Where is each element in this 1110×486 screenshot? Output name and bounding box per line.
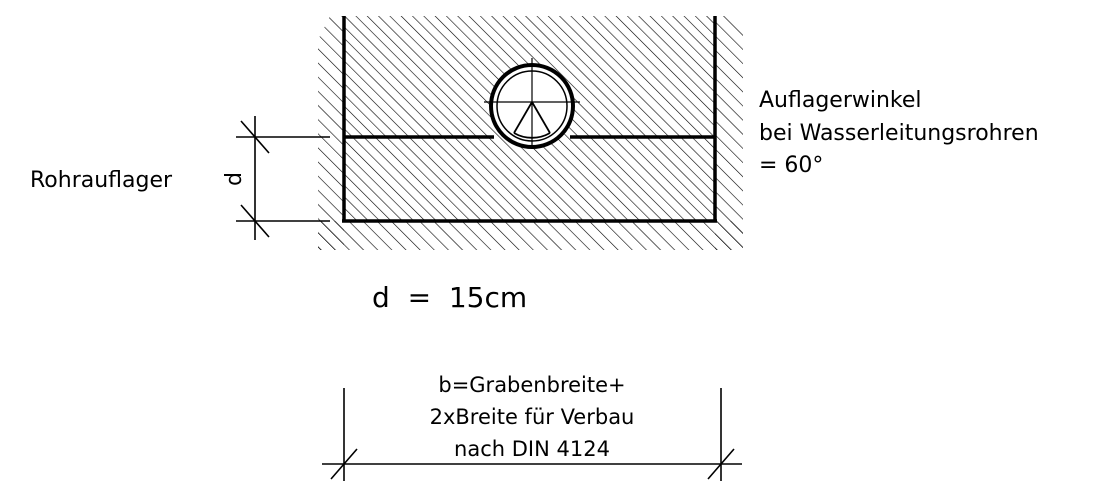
bearing-angle-left: [513, 101, 533, 134]
bedding-label: Rohrauflager: [30, 168, 173, 193]
soil-bottom-hatch: [318, 221, 743, 250]
bearing-angle-right: [531, 101, 551, 134]
width-label-line2: 2xBreite für Verbau: [430, 405, 635, 429]
dim-d-tick-top: [240, 120, 270, 154]
dim-d-tick-bottom: [240, 204, 270, 238]
dim-d-symbol: d: [222, 172, 247, 186]
angle-label-line2: bei Wasserleitungsrohren: [759, 121, 1039, 146]
bearing-angle-arc: [513, 132, 551, 139]
dim-b-tick-left: [330, 448, 358, 480]
width-label-line3: nach DIN 4124: [454, 437, 610, 461]
soil-right-hatch: [715, 16, 743, 250]
dim-b-tick-right: [707, 448, 735, 480]
angle-label-line3: = 60°: [759, 153, 823, 178]
soil-left-hatch: [318, 16, 344, 250]
angle-label-line1: Auflagerwinkel: [759, 88, 922, 113]
width-label-line1: b=Grabenbreite+: [438, 373, 625, 397]
d-value-label: d = 15cm: [372, 281, 527, 314]
